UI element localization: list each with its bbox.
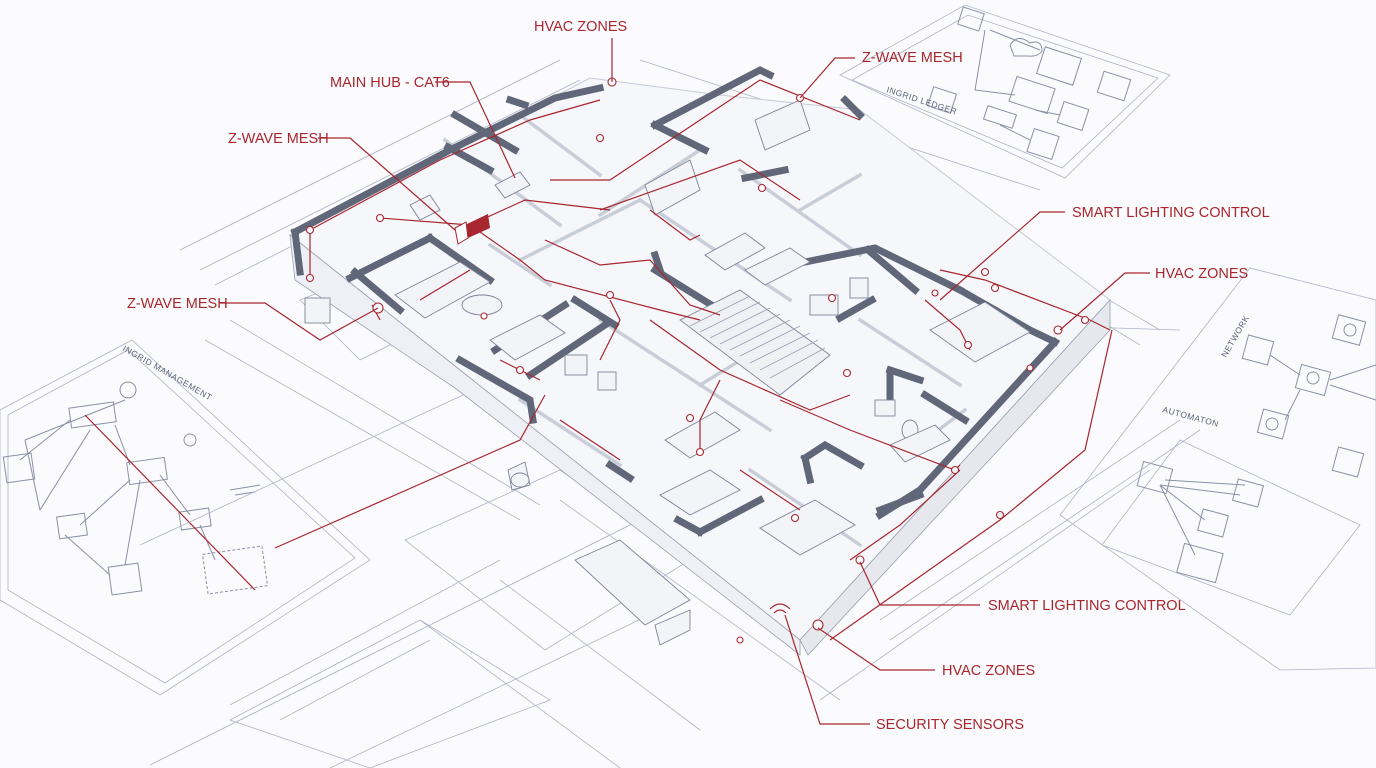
callout-zwave-left-upper: Z-WAVE MESH [228, 131, 329, 147]
callout-zwave-top-right: Z-WAVE MESH [862, 50, 963, 66]
callout-smart-lighting-bottom: SMART LIGHTING CONTROL [988, 598, 1186, 614]
callout-hvac-bottom: HVAC ZONES [942, 663, 1035, 679]
building-footprint [289, 66, 1111, 656]
callout-zwave-left-lower: Z-WAVE MESH [127, 296, 228, 312]
right-sheet-label: NETWORK [1219, 313, 1251, 359]
furniture [304, 99, 1031, 646]
callout-security: SECURITY SENSORS [876, 717, 1024, 733]
main-hub-device [454, 214, 490, 245]
right-sheet-title: AUTOMATON [1161, 404, 1219, 429]
callout-hvac-right: HVAC ZONES [1155, 266, 1248, 282]
callout-main-hub: MAIN HUB - CAT6 [330, 75, 450, 91]
wiring-network [305, 77, 1113, 644]
left-schematic-sheet: INGRID MANAGEMENT [0, 339, 371, 696]
callout-hvac-top: HVAC ZONES [534, 19, 627, 35]
callout-labels: HVAC ZONES Z-WAVE MESH MAIN HUB - CAT6 Z… [127, 19, 1270, 733]
staircase [679, 289, 831, 396]
callout-leaders [220, 38, 1150, 725]
callout-smart-lighting-right: SMART LIGHTING CONTROL [1072, 205, 1270, 221]
